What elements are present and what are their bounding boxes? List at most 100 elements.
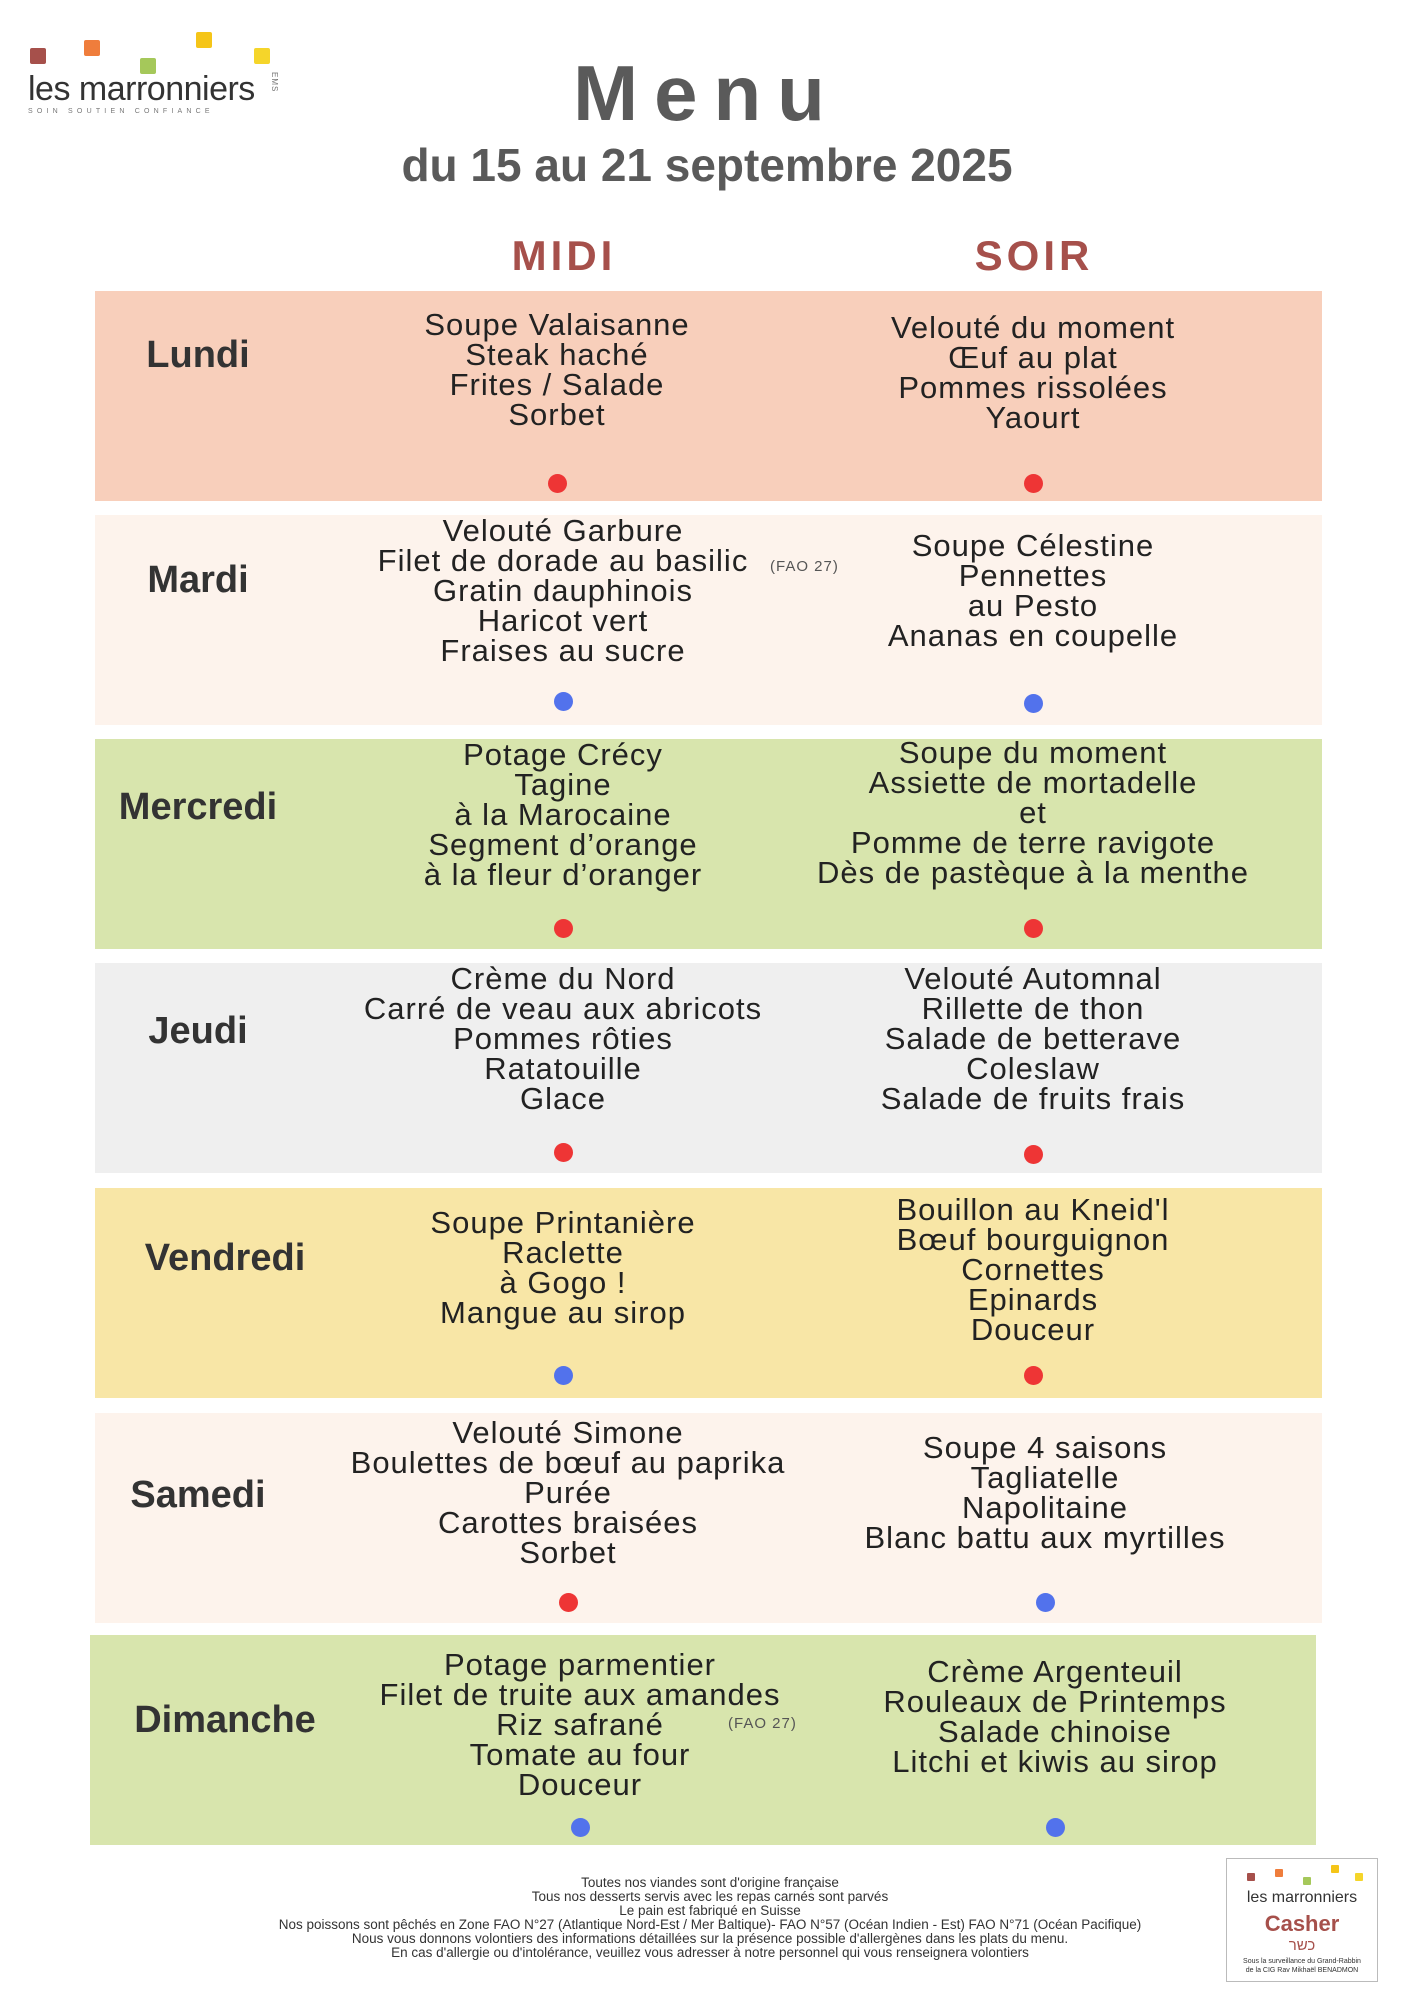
menu-item: à la Marocaine: [454, 797, 672, 832]
menu-item: Filet de dorade au basilic: [377, 543, 749, 578]
menu-item: Rillette de thon: [921, 991, 1145, 1026]
menu-item: Sorbet: [519, 1535, 617, 1570]
menu-item: Dès de pastèque à la menthe: [817, 855, 1249, 890]
menu-item: Glace: [520, 1081, 606, 1116]
casher-supervision: Sous la surveillance du Grand-Rabbin de …: [1227, 1957, 1377, 1975]
column-header-midi: MIDI: [511, 232, 617, 279]
casher-square-3: [1303, 1877, 1311, 1885]
logo-square-4: [196, 32, 212, 48]
menu-item: Velouté Automnal: [904, 961, 1162, 996]
menu-item: Napolitaine: [961, 1490, 1129, 1525]
logo-ems: EMS: [270, 72, 279, 93]
day-row-jeudi: [95, 963, 1322, 1173]
day-row-vendredi: [95, 1188, 1322, 1398]
note-line: Nos poissons sont pêchés en Zone FAO N°2…: [278, 1917, 1142, 1932]
day-row-mercredi: [95, 739, 1322, 949]
soir-indicator-dot: [1024, 919, 1043, 938]
menu-item: Purée: [524, 1475, 612, 1510]
menu-item: Coleslaw: [966, 1051, 1100, 1086]
soir-indicator-dot: [1024, 1366, 1043, 1385]
menu-item: et: [1019, 795, 1047, 830]
logo-square-1: [30, 48, 46, 64]
day-row-lundi: [95, 291, 1322, 501]
day-name: Lundi: [146, 334, 250, 376]
midi-indicator-dot: [554, 692, 573, 711]
menu-item: Soupe 4 saisons: [922, 1430, 1168, 1465]
menu-item: Soupe Printanière: [430, 1205, 696, 1240]
menu-item: Steak haché: [465, 337, 649, 372]
day-row-mardi: [95, 515, 1322, 725]
menu-item: Filet de truite aux amandes: [379, 1677, 781, 1712]
casher-line-1: Sous la surveillance du Grand-Rabbin: [1243, 1958, 1361, 1965]
soir-indicator-dot: [1036, 1593, 1055, 1612]
casher-brand: les marronniers: [1246, 1889, 1358, 1906]
menu-item: Crème du Nord: [450, 961, 676, 996]
note-line: Toutes nos viandes sont d'origine frança…: [581, 1875, 839, 1890]
menu-item: Pommes rôties: [453, 1021, 673, 1056]
day-row-samedi: [95, 1413, 1322, 1623]
midi-indicator-dot: [554, 919, 573, 938]
menu-item: Soupe Célestine: [911, 528, 1155, 563]
soir-indicator-dot: [1046, 1818, 1065, 1837]
casher-square-1: [1247, 1873, 1255, 1881]
casher-line-2: de la CIG Rav Mikhaël BENADMON: [1245, 1967, 1359, 1974]
note-line: En cas d'allergie ou d'intolérance, veui…: [391, 1945, 1029, 1960]
menu-item: Cornettes: [961, 1252, 1105, 1287]
page-title: Menu: [573, 49, 841, 137]
day-name: Samedi: [130, 1474, 266, 1516]
menu-item: Carottes braisées: [438, 1505, 698, 1540]
menu-item: Velouté du moment: [890, 310, 1176, 345]
menu-item: Douceur: [517, 1767, 643, 1802]
casher-square-4: [1331, 1865, 1339, 1873]
casher-square-2: [1275, 1869, 1283, 1877]
day-name: Mardi: [147, 559, 249, 601]
menu-item: à la fleur d’oranger: [423, 857, 703, 892]
menu-item: Boulettes de bœuf au paprika: [350, 1445, 786, 1480]
footer-notes: Toutes nos viandes sont d'origine frança…: [170, 1876, 1250, 1960]
day-name: Vendredi: [144, 1237, 306, 1279]
note-line: Tous nos desserts servis avec les repas …: [531, 1889, 889, 1904]
fao-zone-label: (FAO 27): [770, 558, 839, 575]
soir-indicator-dot: [1024, 694, 1043, 713]
menu-item: Sorbet: [508, 397, 606, 432]
menu-item: Velouté Garbure: [442, 513, 684, 548]
logo-square-3: [140, 58, 156, 74]
menu-item: Fraises au sucre: [440, 633, 686, 668]
menu-item: Mangue au sirop: [440, 1295, 686, 1330]
midi-indicator-dot: [554, 1143, 573, 1162]
casher-word: Casher: [1264, 1911, 1340, 1936]
menu-item: Velouté Simone: [452, 1415, 684, 1450]
menu-item: Potage parmentier: [443, 1647, 717, 1682]
menu-item: Salade chinoise: [938, 1714, 1172, 1749]
day-row-dimanche: [90, 1635, 1316, 1845]
casher-square-5: [1355, 1873, 1363, 1881]
menu-item: Tagine: [514, 767, 612, 802]
menu-item: Assiette de mortadelle: [868, 765, 1198, 800]
logo-square-5: [254, 48, 270, 64]
menu-item: Segment d’orange: [428, 827, 698, 862]
logo-brand: les marronniers: [28, 70, 255, 108]
menu-item: Soupe Valaisanne: [424, 307, 690, 342]
menu-item: Epinards: [967, 1282, 1099, 1317]
menu-item: Riz safrané: [496, 1707, 664, 1742]
day-name: Jeudi: [148, 1010, 248, 1052]
menu-item: Douceur: [970, 1312, 1096, 1347]
menu-item: Pennettes: [958, 558, 1108, 593]
menu-item: Salade de betterave: [884, 1021, 1182, 1056]
logo-square-2: [84, 40, 100, 56]
menu-item: Rouleaux de Printemps: [883, 1684, 1227, 1719]
menu-item: au Pesto: [967, 588, 1099, 623]
menu-item: à Gogo !: [499, 1265, 627, 1300]
menu-item: Yaourt: [985, 400, 1081, 435]
page-subtitle: du 15 au 21 septembre 2025: [401, 139, 1013, 191]
menu-item: Blanc battu aux myrtilles: [864, 1520, 1226, 1555]
